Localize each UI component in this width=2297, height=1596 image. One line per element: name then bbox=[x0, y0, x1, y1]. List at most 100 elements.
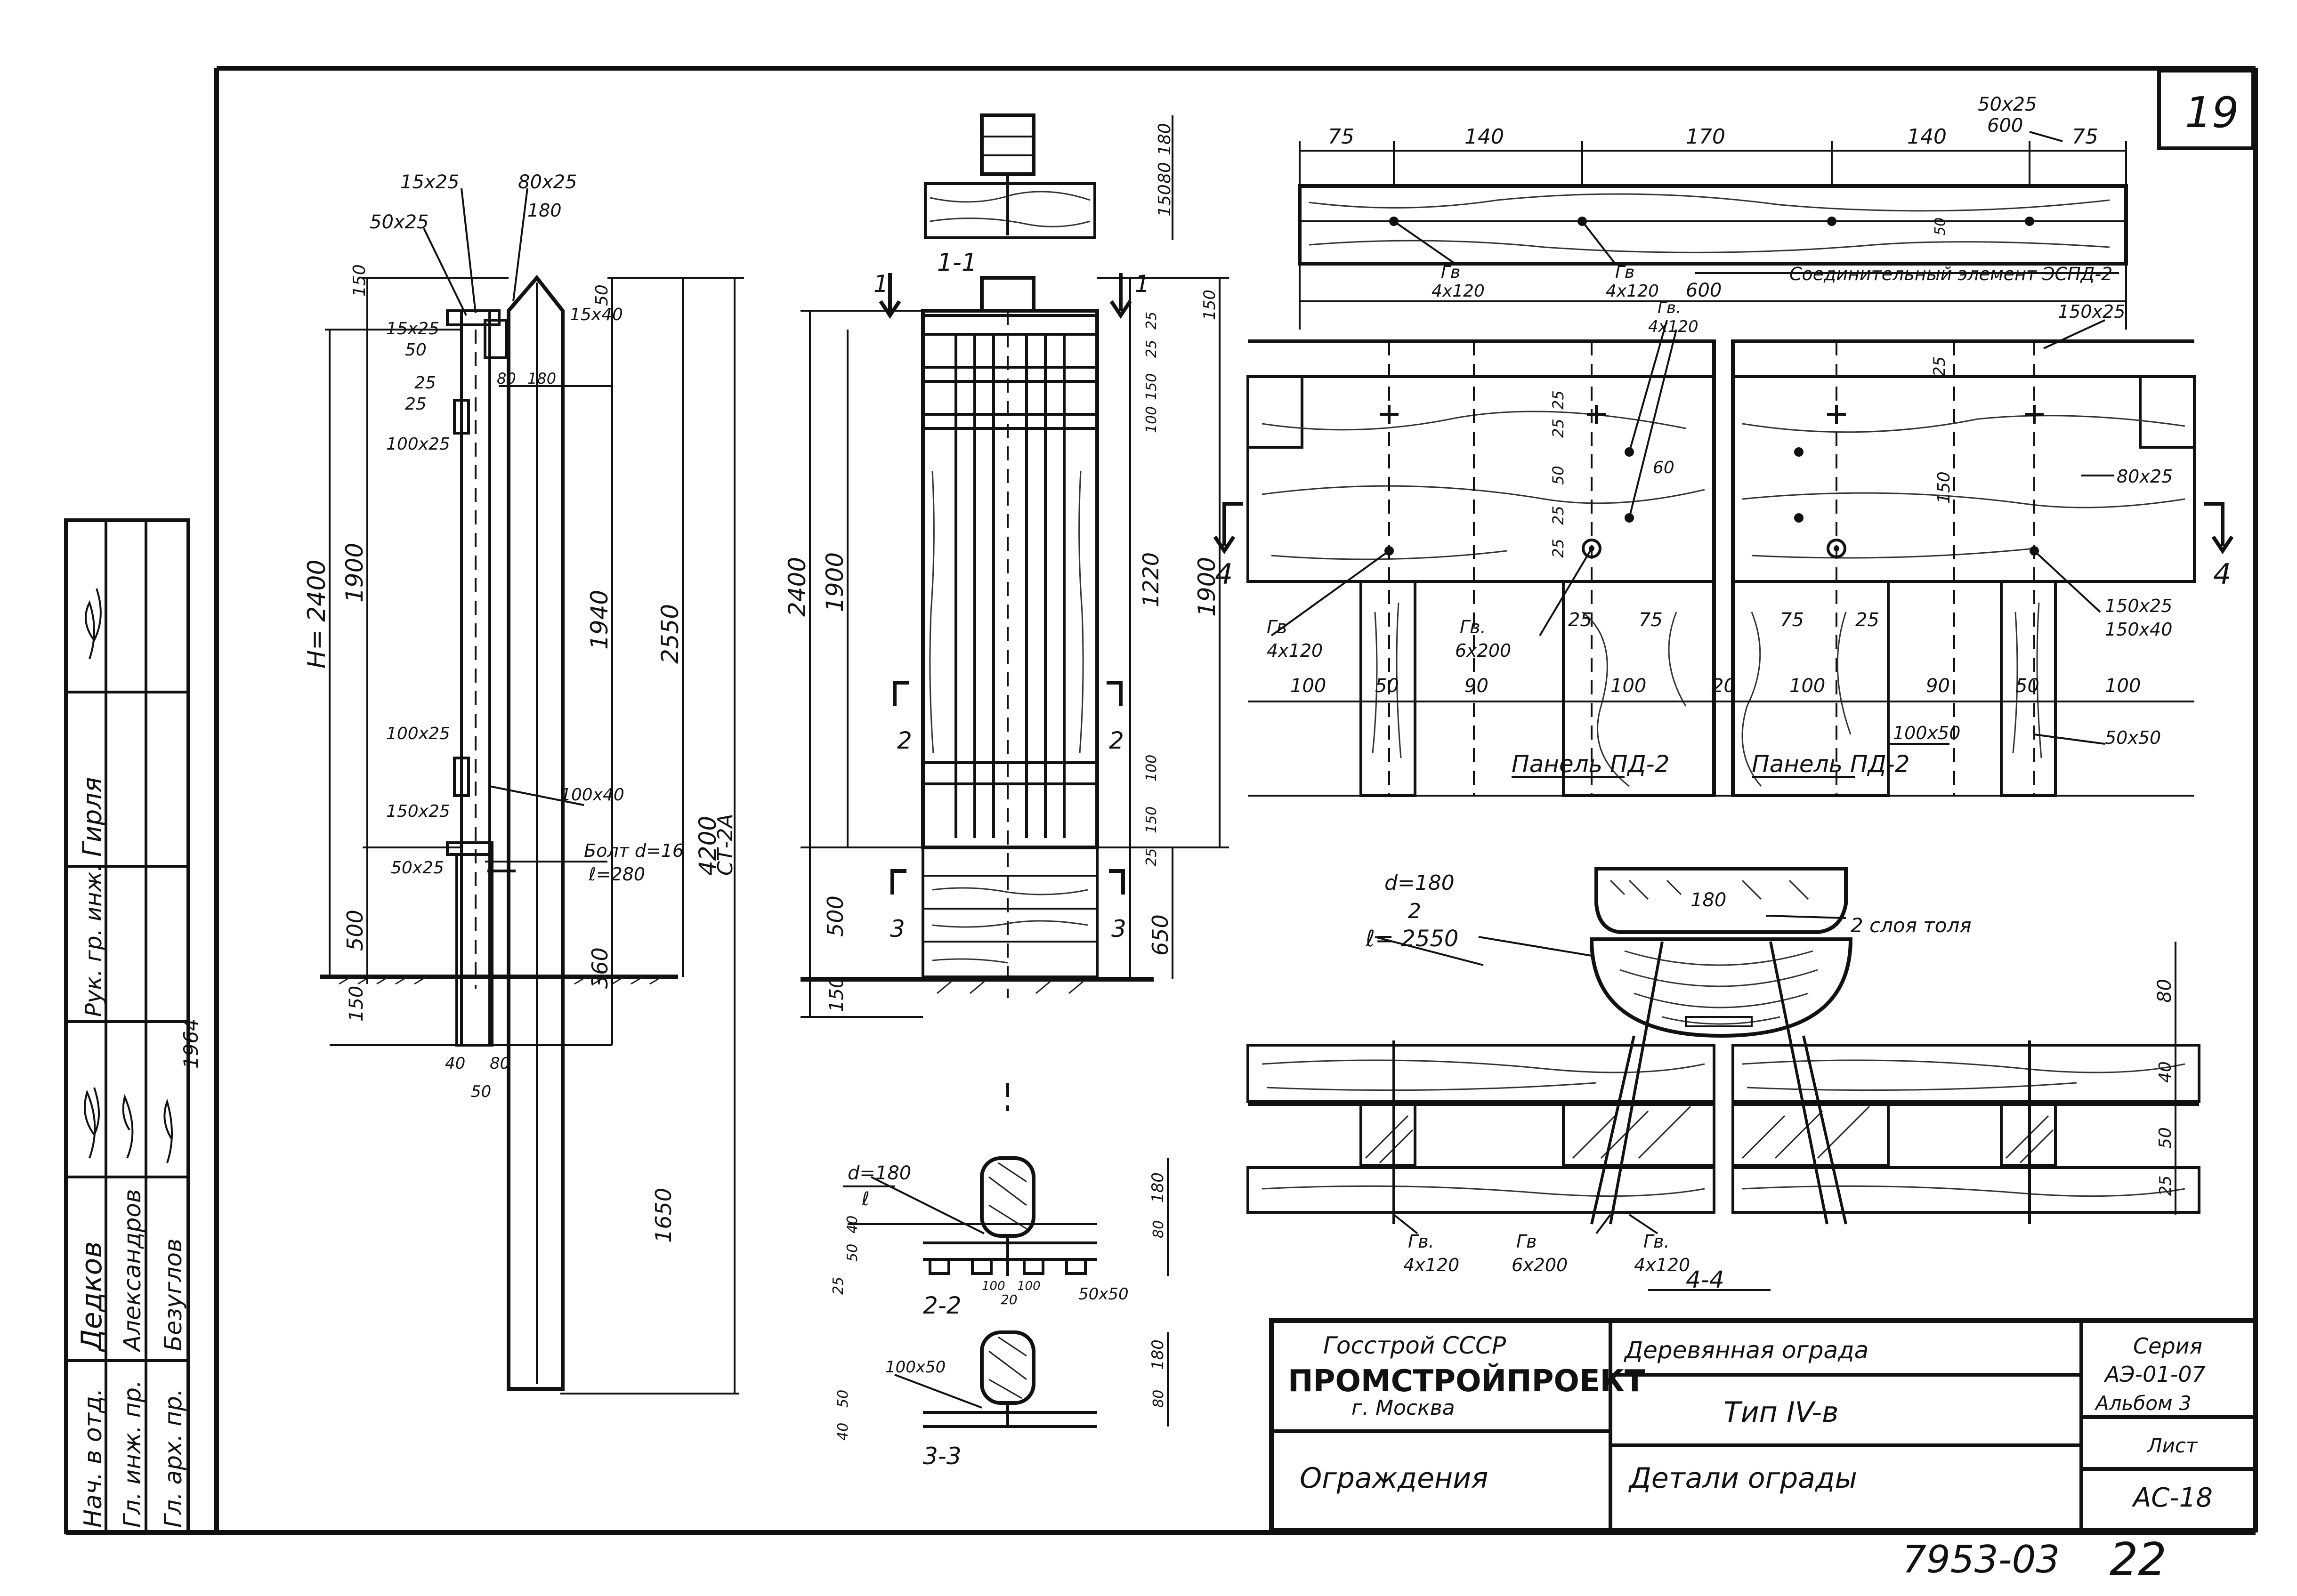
sec44-l: ℓ= 2550 bbox=[1365, 926, 1458, 952]
sec22-dim-1: 180 bbox=[1148, 1172, 1167, 1203]
side-label-5: 15х25 bbox=[386, 319, 439, 339]
plan-left-dim-5: 25 bbox=[1549, 539, 1567, 558]
side-label-6: 15х40 bbox=[570, 305, 623, 324]
plan-d100a: 100 bbox=[1290, 675, 1326, 697]
tb-sheet-value: АС-18 bbox=[2132, 1483, 2213, 1513]
sec33-dim-3: 50 bbox=[835, 1390, 851, 1408]
plan-detail bbox=[1213, 131, 2234, 797]
plan-d25b: 25 bbox=[1568, 609, 1592, 631]
plan-dim-75a: 75 bbox=[1328, 125, 1354, 149]
side-dim-1900: 1900 bbox=[341, 543, 368, 603]
plan-gv1: Гв bbox=[1441, 263, 1460, 282]
side-dim-h: Н= 2400 bbox=[303, 559, 331, 669]
side-dim-150top: 150 bbox=[350, 264, 369, 297]
plan-gv3-size: 4х120 bbox=[1648, 317, 1698, 336]
front-right-dim-2: 25 bbox=[1143, 312, 1160, 330]
front-right-dim-9: 25 bbox=[1143, 848, 1160, 866]
stamp-role-1: Нач. в отд. bbox=[79, 1388, 107, 1528]
sec44-gv3: Гв. bbox=[1643, 1231, 1670, 1252]
front-dim-500: 500 bbox=[823, 895, 848, 937]
sec44-inner: 180 bbox=[1690, 889, 1726, 911]
front-mark-1a: 1 bbox=[874, 270, 889, 298]
sec44-dim-2: 40 bbox=[2156, 1061, 2175, 1083]
sec44-dim-3: 50 bbox=[2156, 1127, 2175, 1149]
plan-dim-140b: 140 bbox=[1907, 125, 1947, 149]
side-label-18: ℓ=280 bbox=[588, 864, 645, 885]
plan-gv2-len: 600 bbox=[1686, 280, 1722, 301]
side-dim-1940: 1940 bbox=[586, 590, 613, 650]
plan-d100b: 100 bbox=[1610, 675, 1646, 697]
side-label-16: 50х25 bbox=[391, 858, 444, 878]
plan-left-dim-2: 25 bbox=[1549, 419, 1567, 438]
front-right-dim-7: 100 bbox=[1143, 755, 1160, 782]
sec44-dim-1: 80 bbox=[2154, 979, 2176, 1003]
sec33-dim-1: 180 bbox=[1148, 1339, 1167, 1370]
plan-d100d: 100 bbox=[2105, 675, 2141, 697]
plan-label-150x40: 150х40 bbox=[2105, 619, 2172, 640]
tb-org-3: г. Москва bbox=[1351, 1396, 1455, 1420]
front-view bbox=[801, 113, 1229, 1111]
bottom-code: 7953-03 bbox=[1902, 1538, 2060, 1581]
front-mark-2b: 2 bbox=[1109, 727, 1124, 754]
tb-sheet-label: Лист bbox=[2146, 1434, 2198, 1457]
plan-d25c: 25 bbox=[1855, 609, 1879, 631]
tb-series-label: Серия bbox=[2133, 1333, 2202, 1359]
tb-type: Тип IV-в bbox=[1723, 1396, 1838, 1429]
stamp-role-4: Рук. гр. инж. bbox=[81, 864, 107, 1017]
sec22-dim-3: 50 bbox=[844, 1244, 861, 1262]
sec44-tar: 2 слоя толя bbox=[1851, 914, 1972, 937]
side-label-14: 100х40 bbox=[560, 785, 624, 805]
side-label-21: 50 bbox=[471, 1082, 491, 1101]
front-right-dim-5: 100 bbox=[1143, 406, 1160, 433]
left-stamp bbox=[64, 518, 190, 1534]
plan-dim-75b: 75 bbox=[2072, 125, 2098, 149]
plan-connector: Соединительный элемент ЭСПД-2 bbox=[1789, 264, 2112, 284]
sec22-dim-2: 80 bbox=[1150, 1220, 1167, 1238]
plan-left-dim-3: 50 bbox=[1549, 466, 1567, 485]
side-label-10: 100х25 bbox=[386, 435, 450, 454]
plan-gv5-size: 6х200 bbox=[1455, 640, 1511, 661]
side-label-13: 100х25 bbox=[386, 724, 450, 743]
side-dim-1650: 1650 bbox=[651, 1188, 676, 1243]
front-mark-1b: 1 bbox=[1135, 270, 1150, 298]
front-section-11: 1-1 bbox=[937, 249, 977, 277]
side-dim-360: 360 bbox=[587, 947, 613, 989]
side-label-3: 80х25 bbox=[518, 171, 577, 193]
front-right-dim-11: 1900 bbox=[1193, 557, 1221, 617]
sec22-dim-6: 100 bbox=[982, 1279, 1005, 1293]
front-right-dim-10: 650 bbox=[1148, 914, 1173, 956]
plan-dim-170: 170 bbox=[1686, 125, 1725, 149]
front-mark-3b: 3 bbox=[1111, 915, 1126, 943]
side-label-8: 25 bbox=[414, 373, 436, 393]
tb-series-value: АЭ-01-07 bbox=[2103, 1362, 2206, 1387]
sec33-dim-4: 40 bbox=[835, 1423, 851, 1441]
plan-d150: 150 bbox=[1934, 471, 1954, 504]
section-3-3 bbox=[894, 1330, 1169, 1428]
side-label-15: 150х25 bbox=[386, 802, 450, 821]
stamp-year: 1964 bbox=[179, 1018, 202, 1069]
front-right-dim-8: 150 bbox=[1143, 806, 1160, 833]
stamp-name-3: Безуглов bbox=[160, 1238, 187, 1351]
front-dim-2400: 2400 bbox=[784, 557, 811, 617]
sec33-board: 100х50 bbox=[885, 1358, 946, 1377]
plan-gv4: Гв bbox=[1267, 617, 1287, 637]
plan-d90b: 90 bbox=[1926, 675, 1950, 697]
front-right-dim-4: 150 bbox=[1143, 373, 1160, 400]
section-4-4 bbox=[1246, 867, 2200, 1291]
side-view bbox=[320, 188, 744, 1394]
tb-section: Ограждения bbox=[1300, 1462, 1488, 1495]
plan-d20: 20 bbox=[1712, 675, 1736, 697]
tb-drawing-title: Детали ограды bbox=[1628, 1462, 1857, 1495]
plan-bar-len: 600 bbox=[1987, 115, 2023, 137]
sec22-dim-5: 25 bbox=[830, 1277, 847, 1295]
plan-gv1-size: 4х120 bbox=[1432, 282, 1485, 301]
plan-bar-note: 50х25 bbox=[1978, 94, 2037, 115]
plan-d75b: 75 bbox=[1780, 609, 1804, 631]
sheet-number: 19 bbox=[2185, 88, 2239, 137]
plan-label-150x25: 150х25 bbox=[2058, 301, 2125, 322]
side-label-2: 50х25 bbox=[370, 211, 429, 233]
plan-left-dim-1: 25 bbox=[1549, 390, 1567, 410]
plan-gv2: Гв bbox=[1615, 263, 1634, 282]
sec44-gv2-size: 6х200 bbox=[1512, 1255, 1568, 1275]
